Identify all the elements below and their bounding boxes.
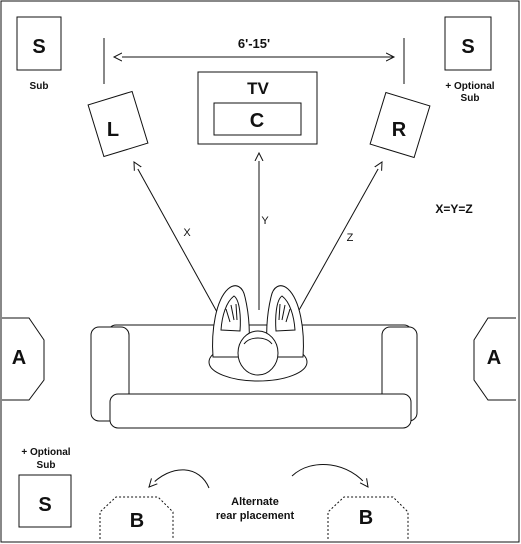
sub-speaker-top-right: S [444,16,492,71]
optional-sub-left-line1: + Optional [21,447,70,458]
rear-right-curved-arrow [291,463,368,487]
sub-bottom-left-letter: S [38,494,51,516]
listener [208,285,308,382]
distance-x-label: X [183,227,191,239]
distance-z-arrow [297,162,382,313]
surround-right-letter: A [487,347,501,369]
listener-left-hand [220,295,241,332]
couch [90,324,418,429]
left-speaker-letter: L [107,119,119,141]
optional-sub-right-line1: + Optional [445,81,494,92]
alternate-label-line2: rear placement [216,510,295,522]
optional-sub-left-line2: Sub [37,460,56,471]
rear-right-letter: B [359,507,373,529]
left-speaker [87,90,149,158]
couch-seat [109,393,412,429]
center-speaker [213,102,302,136]
sub-speaker-bottom-left: S [18,474,72,528]
sub-caption: Sub [30,81,49,92]
width-dimension [103,38,405,84]
sub-top-left-letter: S [32,36,45,58]
center-speaker-letter: C [250,110,264,132]
sub-top-right-letter: S [461,36,474,58]
rear-left-curved-arrow [149,469,210,489]
listener-head [237,330,279,376]
distance-z-label: Z [347,232,354,244]
listener-right-hand [275,295,296,332]
optional-sub-right-line2: Sub [461,93,480,104]
right-speaker [369,91,431,159]
tv [197,71,318,145]
rear-right-speaker [327,496,409,539]
surround-right-speaker [473,317,516,401]
sub-speaker-top-left: S [16,16,62,71]
alternate-label-line1: Alternate [231,496,279,508]
rear-left-speaker [99,496,174,539]
width-dimension-label: 6'-15' [238,36,270,51]
equation-label: X=Y=Z [435,202,472,216]
surround-left-letter: A [12,347,26,369]
distance-x-arrow [134,162,218,313]
rear-left-letter: B [130,510,144,532]
surround-left-speaker [2,317,45,401]
right-speaker-letter: R [392,119,407,141]
tv-label: TV [247,79,269,98]
distance-y-label: Y [261,215,269,227]
